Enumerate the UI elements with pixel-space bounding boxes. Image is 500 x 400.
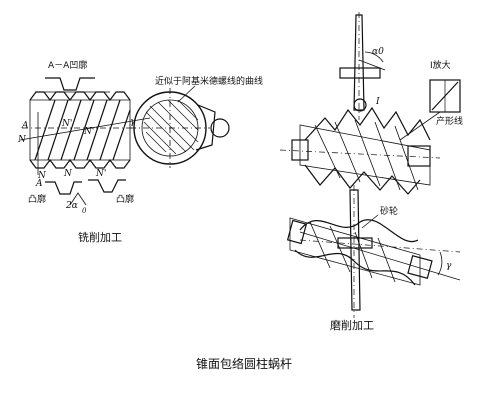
label-magnify: Ⅰ放大 <box>430 61 451 71</box>
label-convex-right: 凸廓 <box>116 195 135 205</box>
label-n-prime-2: N' <box>84 127 95 137</box>
label-2alpha: 2α <box>66 201 78 211</box>
label-alpha0: α0 <box>372 47 384 57</box>
label-milling-title: 铣削加工 <box>78 231 122 244</box>
label-grinding-wheel: 砂轮 <box>380 207 399 217</box>
label-gamma-right: γ <box>446 261 452 271</box>
label-section-a-a: A－A凹廓 <box>48 61 88 71</box>
right-bottom-assembly <box>286 185 461 318</box>
label-n-bottom-left: N <box>38 171 46 181</box>
label-alpha-subscript: 0 <box>82 207 87 215</box>
magnify-detail <box>429 79 461 113</box>
label-convex-left: 凸廓 <box>28 195 47 205</box>
section-a-a-sketch <box>35 77 110 93</box>
label-n-bottom-mid: N <box>64 169 72 179</box>
convex-profile-sketches <box>45 179 126 206</box>
label-gamma-left: γ <box>130 117 136 127</box>
end-view-circle <box>130 85 230 168</box>
label-n-prime-bottom: N' <box>96 169 107 179</box>
label-archimedes-curve: 近似于阿基米德螺线的曲线 <box>155 77 264 87</box>
label-grinding-title: 磨削加工 <box>330 319 374 332</box>
label-n-left: N <box>18 135 26 145</box>
label-detail-i: Ⅰ <box>376 97 380 107</box>
label-a-left: A <box>22 121 29 131</box>
right-top-assembly <box>279 12 441 195</box>
figure-caption: 锥面包络圆柱蜗杆 <box>196 357 293 371</box>
label-produce-line: 产形线 <box>436 117 464 127</box>
label-n-prime-1: N' <box>62 119 73 129</box>
label-a-bottom: A <box>36 179 43 189</box>
